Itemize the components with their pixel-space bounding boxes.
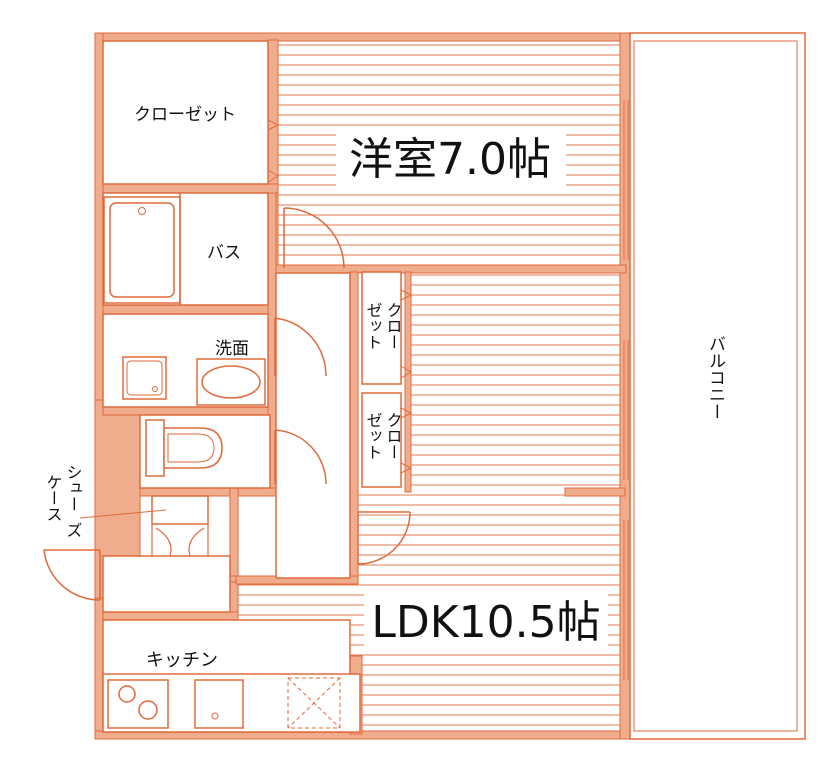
kitchen-sink-drain bbox=[211, 712, 219, 720]
shoe-case-label: シュー ズ ケース bbox=[44, 464, 83, 538]
closet-door-mark-2 bbox=[267, 169, 279, 183]
bathtub-drain bbox=[138, 207, 146, 215]
svg-text:クロー: クロー bbox=[384, 302, 403, 350]
balcony-inner bbox=[633, 40, 798, 732]
ldk-floor-upper bbox=[406, 272, 624, 597]
toilet-seat bbox=[167, 433, 215, 463]
stove-burner-2 bbox=[138, 700, 158, 720]
balcony-label: バルコニー bbox=[705, 335, 725, 420]
svg-text:ゼット: ゼット bbox=[364, 412, 383, 460]
closet-small-a-label: クロー ゼット bbox=[364, 302, 403, 350]
bathtub-inner bbox=[109, 202, 175, 298]
bedroom-label: 洋室7.0帖 bbox=[349, 134, 551, 185]
svg-text:ケース: ケース bbox=[44, 474, 63, 522]
window-marks bbox=[623, 100, 629, 680]
closet-label: クローゼット bbox=[134, 105, 236, 125]
shoe-case bbox=[151, 495, 209, 525]
svg-text:クロー: クロー bbox=[384, 412, 403, 460]
stove-burner-1 bbox=[118, 685, 136, 703]
washroom-label: 洗面 bbox=[215, 339, 249, 359]
svg-text:シュー: シュー bbox=[64, 464, 83, 512]
balcony bbox=[629, 32, 806, 740]
ldk-label: LDK10.5帖 bbox=[371, 597, 600, 648]
closet-small-b-label: クロー ゼット bbox=[364, 412, 403, 460]
shoe-case-leader bbox=[79, 509, 167, 519]
kitchen-label: キッチン bbox=[146, 650, 218, 671]
refrigerator-cross-2 bbox=[287, 677, 341, 729]
toilet-tank bbox=[145, 419, 165, 477]
hallway bbox=[275, 272, 351, 579]
ldk-floor-mid bbox=[357, 490, 417, 590]
closet-small-b bbox=[361, 392, 402, 488]
bath-label: バス bbox=[207, 243, 241, 263]
closet-room bbox=[102, 40, 269, 185]
wash-basin-bowl bbox=[201, 365, 261, 399]
washing-machine-drain bbox=[152, 386, 158, 392]
closet-small-a bbox=[361, 271, 402, 385]
kitchen-sink bbox=[194, 679, 244, 729]
entrance bbox=[102, 555, 231, 613]
svg-text:ゼット: ゼット bbox=[364, 302, 383, 350]
shoe-case-doors bbox=[151, 524, 209, 557]
closet-door-mark bbox=[267, 119, 280, 131]
svg-text:ズ: ズ bbox=[64, 522, 83, 538]
doors bbox=[43, 207, 411, 601]
washing-machine-inner bbox=[126, 360, 163, 396]
closet-door-marks bbox=[400, 289, 413, 474]
stove bbox=[107, 679, 169, 729]
interior-walls bbox=[102, 39, 627, 735]
